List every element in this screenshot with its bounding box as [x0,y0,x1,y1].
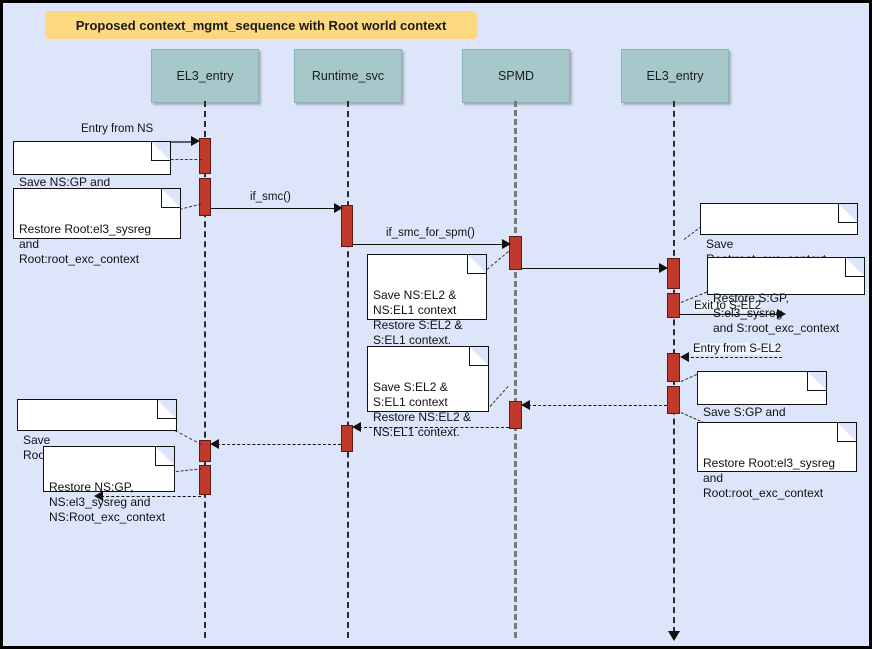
message-arrowhead [521,400,530,410]
note-connector [175,468,202,472]
note-fold-corner [155,447,174,466]
note-save-ns-el2-restore-s-el2: Save NS:EL2 & NS:EL1 context Restore S:E… [367,254,487,347]
note-text: Restore S:GP, S:el3_sysreg and S:root_ex… [713,291,840,335]
message-label-entry-from-ns: Entry from NS [81,123,154,135]
activation-bar [667,353,680,382]
note-save-root-exc-context-right: Save Root:root_exc_context [700,203,858,266]
message-line-exit-to-s-el2 [680,314,780,315]
note-fold-corner [807,372,826,391]
participant-el3-entry-left[interactable]: EL3_entry [151,49,259,103]
message-arrowhead [777,309,786,319]
note-save-ns-gp: Save NS:GP and NS:Root_exc_context [13,141,171,204]
message-arrowhead [191,136,200,146]
participant-label: Runtime_svc [311,69,385,83]
note-text: Save S:EL2 & S:EL1 context Restore NS:EL… [373,380,472,439]
activation-bar [199,178,211,216]
lifeline-runtime-svc [347,101,349,638]
note-fold-corner [161,189,180,208]
message-label-if-smc-for-spm: if_smc_for_spm() [386,227,475,239]
message-arrowhead [210,439,219,449]
message-arrowhead [659,263,668,273]
note-connector [174,430,202,446]
message-arrowhead [352,422,361,432]
message-line-spmd-to-runtime-svc-return [359,427,509,428]
message-arrowhead [680,352,689,362]
activation-bar [199,465,211,495]
note-restore-root-el3-sysreg-right: Restore Root:el3_sysreg and Root:root_ex… [697,422,857,500]
note-fold-corner [157,400,176,419]
participant-runtime-svc[interactable]: Runtime_svc [294,49,402,103]
message-line-el3-entry-exit-return [101,496,201,497]
note-save-s-el2-restore-ns-el2: Save S:EL2 & S:EL1 context Restore NS:EL… [367,346,489,439]
participant-el3-entry-right[interactable]: EL3_entry [621,49,729,103]
message-arrowhead [502,239,511,249]
activation-bar [341,205,353,247]
note-fold-corner [837,423,856,442]
note-fold-corner [151,142,170,161]
activation-bar [667,293,680,318]
note-fold-corner [469,347,488,366]
note-text: Restore Root:el3_sysreg and Root:root_ex… [703,456,836,500]
note-restore-s-gp-s-el3-sysreg: Restore S:GP, S:el3_sysreg and S:root_ex… [707,257,865,335]
note-fold-corner [467,255,486,274]
activation-bar [509,236,522,270]
lifeline-end-arrow-el3-entry-right [668,631,680,641]
note-connector [486,251,509,270]
message-line-if-smc-for-spm [353,244,505,245]
note-connector [166,159,202,160]
message-label-exit-to-s-el2: Exit to S-EL2 [694,300,762,312]
activation-bar [667,258,680,289]
message-line-if-smc [211,208,337,209]
note-text: Save NS:EL2 & NS:EL1 context Restore S:E… [373,288,463,347]
diagram-title-box: Proposed context_mgmt_sequence with Root… [45,11,477,39]
participant-label: SPMD [497,69,535,83]
message-line-runtime-svc-to-el3-entry-return [217,444,341,445]
participant-spmd[interactable]: SPMD [462,49,570,103]
message-arrowhead [94,491,103,501]
note-text: Restore NS:GP, NS:el3_sysreg and NS:Root… [49,480,166,524]
message-label-entry-from-s-el2: Entry from S-EL2 [693,343,782,355]
lifeline-el3-entry-left [204,101,206,638]
note-save-root-exc-context-left: Save Root:root_exc_context [17,399,177,462]
activation-bar [199,440,211,462]
note-save-s-gp: Save S:GP and S:root_exc_context [697,371,827,434]
activation-bar [341,425,353,452]
message-label-if-smc: if_smc() [250,191,291,203]
participant-label: EL3_entry [176,69,234,83]
message-line-entry-from-s-el2 [686,357,782,358]
lifeline-spmd [514,101,517,638]
message-line-spmd-to-el3-entry [522,268,664,269]
note-connector [489,386,509,407]
activation-bar [199,138,211,174]
diagram-title: Proposed context_mgmt_sequence with Root… [75,17,447,33]
note-restore-root-el3-sysreg: Restore Root:el3_sysreg and Root:root_ex… [13,188,181,266]
activation-bar [667,386,680,414]
message-arrowhead [334,203,343,213]
note-fold-corner [845,258,864,277]
note-text: Restore Root:el3_sysreg and Root:root_ex… [19,222,152,266]
activation-bar [509,401,522,429]
note-fold-corner [838,204,857,223]
participant-label: EL3_entry [646,69,704,83]
message-line-el3-entry-to-spmd-return [528,405,667,406]
note-restore-ns-gp: Restore NS:GP, NS:el3_sysreg and NS:Root… [43,446,175,524]
